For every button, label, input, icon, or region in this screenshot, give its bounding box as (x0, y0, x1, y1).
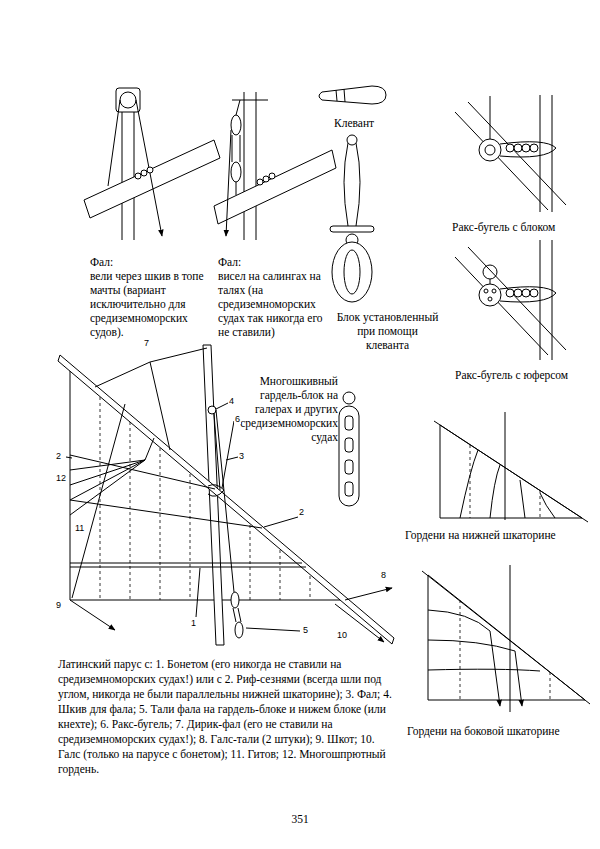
figure-label: Гордени на нижней шкаторине (405, 528, 595, 542)
callout-number: 12 (55, 473, 67, 483)
figure-caption: Латинский парус с: 1. Бонетом (его никог… (58, 657, 398, 777)
callout-number: 6 (234, 414, 241, 424)
page-number: 351 (270, 812, 330, 826)
callout-number: 4 (228, 396, 235, 406)
callout-number: 7 (143, 338, 150, 348)
callout-number: 9 (55, 600, 62, 610)
part-name: Клевант (334, 116, 404, 130)
callout-number: 1 (190, 618, 197, 628)
callout-number: 2 (55, 451, 62, 461)
halyard-note: вели через шкив в топе мачты (вариант ис… (90, 269, 220, 339)
callout-number: 3 (238, 451, 245, 461)
halyard-note-heading: Фал: (218, 255, 330, 269)
halyard-note-heading: Фал: (90, 255, 220, 269)
figure-label: Ракс-бугель с юферсом (455, 368, 595, 382)
callout-number: 8 (380, 570, 387, 580)
callout-number: 11 (74, 523, 85, 533)
figure-label: Блок установленный при помощи клеванта (335, 310, 440, 352)
figure-label: Гордени на боковой шкаторине (407, 724, 597, 738)
figure-label: Ракс-бугель с блоком (452, 220, 592, 234)
callout-number: 10 (336, 630, 348, 640)
figure-label: Многошкивный гардель-блок на галерах и д… (238, 374, 338, 444)
callout-number: 5 (302, 625, 309, 635)
callout-number: 2 (298, 507, 305, 517)
halyard-note: висел на салингах на талях (на средиземн… (218, 269, 330, 339)
